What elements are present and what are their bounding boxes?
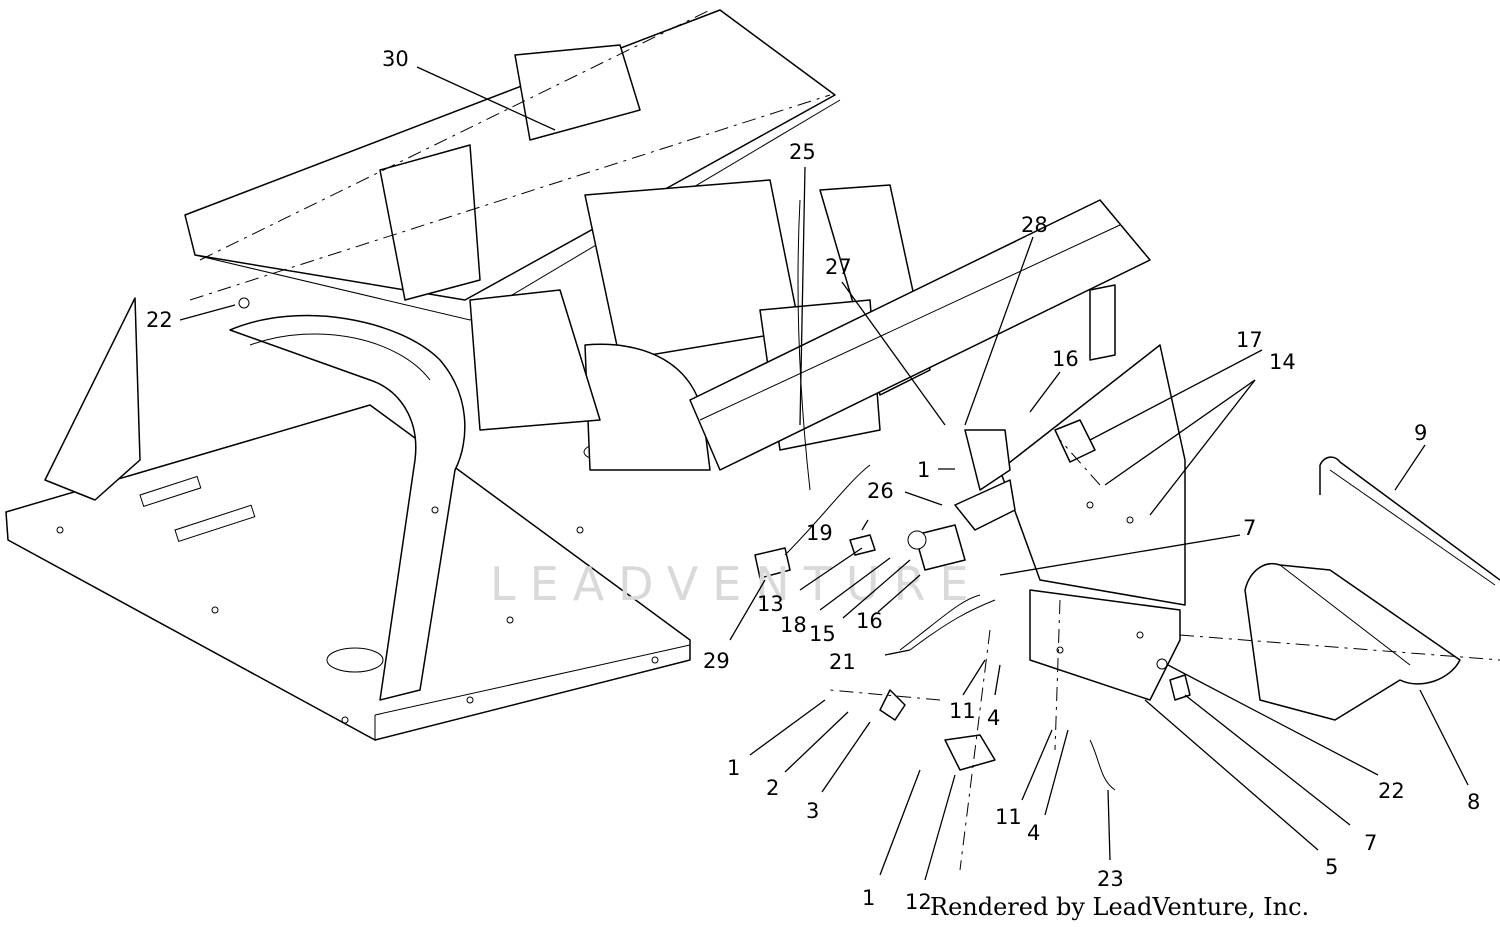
- callout-29: 29: [703, 649, 730, 673]
- callout-11: 11: [949, 699, 976, 723]
- callout-18: 18: [780, 613, 807, 637]
- callout-7: 7: [1243, 516, 1256, 540]
- rod-part-9: [1319, 456, 1500, 586]
- callout-1: 1: [917, 458, 930, 482]
- callout-3: 3: [806, 799, 819, 823]
- watermark: LEADVENTURE: [490, 557, 983, 611]
- callout-2: 2: [766, 776, 779, 800]
- callout-labels: 30 25 28 27 22 16 17 14 9 1 26 19 7 13 1…: [146, 47, 1480, 914]
- callout-26: 26: [867, 479, 894, 503]
- callout-12: 12: [905, 890, 932, 914]
- callout-21: 21: [829, 650, 856, 674]
- callout-4b: 4: [1027, 821, 1040, 845]
- callout-16: 16: [1052, 347, 1079, 371]
- explode-lines: [189, 9, 1500, 871]
- callout-17: 17: [1236, 328, 1263, 352]
- right-rail: [689, 199, 1151, 471]
- callout-11b: 11: [995, 805, 1022, 829]
- callout-9: 9: [1414, 421, 1427, 445]
- callout-28: 28: [1021, 213, 1048, 237]
- callout-25: 25: [789, 140, 816, 164]
- callout-1c: 1: [862, 886, 875, 910]
- callout-5: 5: [1325, 855, 1338, 879]
- callout-30: 30: [382, 47, 409, 71]
- footer-credit: Rendered by LeadVenture, Inc.: [930, 893, 1309, 921]
- cover-part-8: [1244, 563, 1461, 721]
- callout-15: 15: [809, 622, 836, 646]
- callout-13: 13: [757, 592, 784, 616]
- callout-19: 19: [806, 521, 833, 545]
- callout-8: 8: [1467, 790, 1480, 814]
- callout-16b: 16: [856, 609, 883, 633]
- callout-27: 27: [825, 255, 852, 279]
- control-panel: [999, 344, 1186, 701]
- callout-23: 23: [1097, 867, 1124, 891]
- components: [238, 199, 1191, 791]
- callout-22: 22: [146, 308, 173, 332]
- callout-4: 4: [987, 706, 1000, 730]
- upper-chassis: [184, 9, 931, 471]
- callout-14: 14: [1269, 350, 1296, 374]
- leader-lines: [179, 66, 1469, 881]
- callout-1b: 1: [727, 756, 740, 780]
- callout-7b: 7: [1364, 831, 1377, 855]
- callout-22b: 22: [1378, 779, 1405, 803]
